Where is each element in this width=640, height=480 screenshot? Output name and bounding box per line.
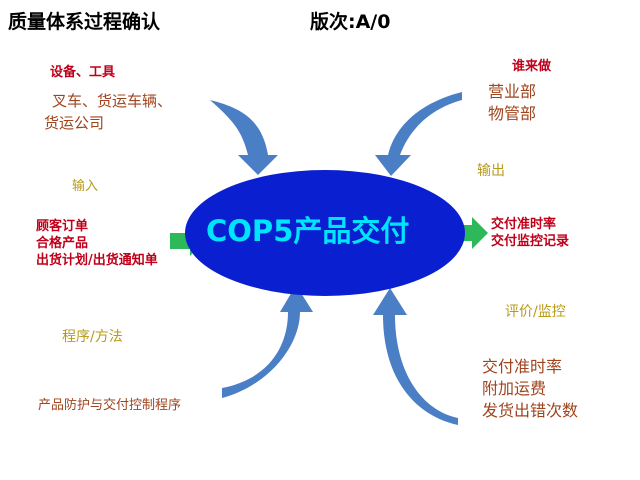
input-item-3: 出货计划/出货通知单 [36, 253, 158, 268]
resources-line-2: 货运公司 [44, 114, 105, 132]
curved-arrow-bottom-left [222, 285, 313, 398]
output-label: 输出 [477, 163, 505, 179]
resources-line-1: 叉车、货运车辆、 [52, 92, 173, 110]
who-line-1: 营业部 [488, 82, 537, 101]
curved-arrow-top-left [210, 100, 278, 175]
input-label: 输入 [72, 179, 99, 194]
version-label: 版次:A/0 [310, 11, 391, 33]
page-title: 质量体系过程确认 [8, 11, 161, 33]
curved-arrow-top-right [375, 92, 462, 176]
evaluation-item-1: 交付准时率 [482, 357, 563, 376]
output-item-1: 交付准时率 [491, 217, 557, 232]
input-item-1: 顾客订单 [36, 219, 89, 234]
who-heading: 谁来做 [512, 59, 552, 74]
method-item: 产品防护与交付控制程序 [38, 398, 182, 413]
evaluation-item-3: 发货出错次数 [482, 401, 579, 420]
curved-arrow-bottom-right [373, 288, 458, 425]
evaluation-item-2: 附加运费 [482, 379, 547, 398]
input-item-2: 合格产品 [36, 236, 89, 251]
center-label: COP5产品交付 [206, 214, 410, 248]
method-label: 程序/方法 [62, 329, 123, 345]
who-line-2: 物管部 [488, 104, 537, 123]
resources-heading: 设备、工具 [50, 65, 116, 80]
output-item-2: 交付监控记录 [491, 234, 570, 249]
center-ellipse [185, 170, 465, 296]
evaluation-label: 评价/监控 [505, 304, 566, 320]
